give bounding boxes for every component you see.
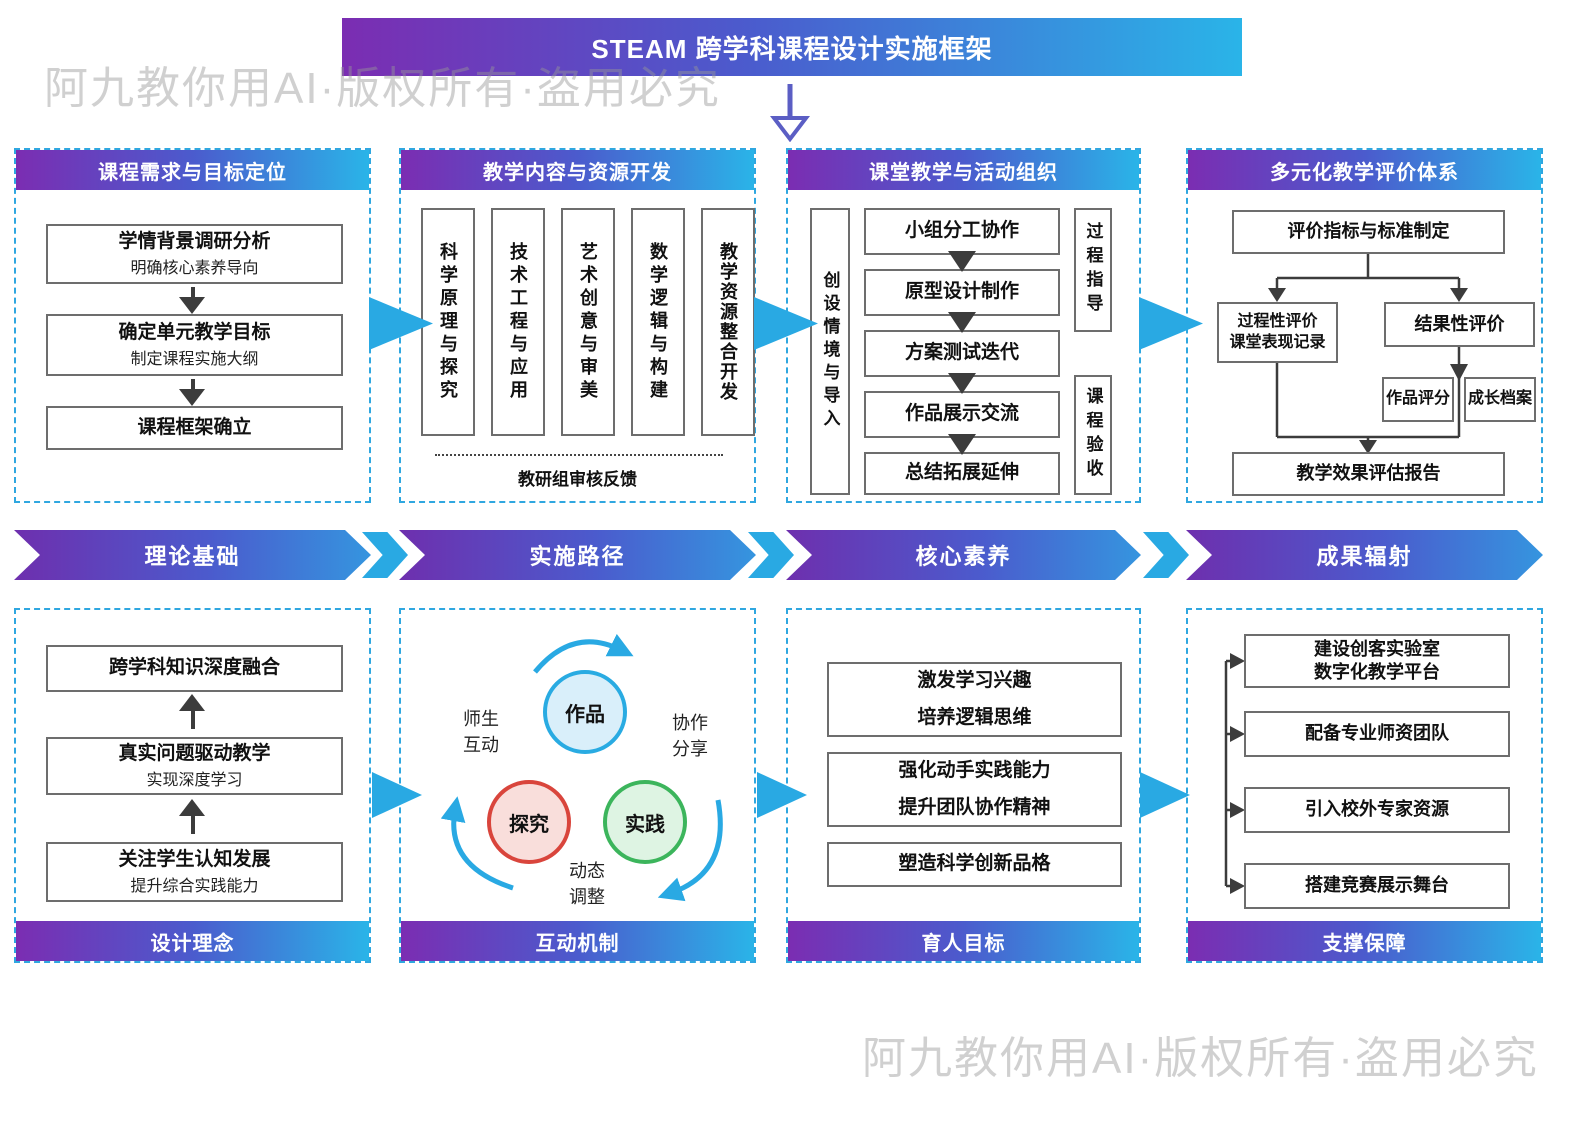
eval-box-growth-archive: 成长档案: [1464, 377, 1536, 422]
content-col-science: 科学原理与探究: [421, 208, 475, 436]
panel-content-resources: 教学内容与资源开发 科学原理与探究 技术工程与应用 艺术创意与审美 数学逻辑与构…: [399, 148, 756, 503]
eval-box-work-score: 作品评分: [1382, 377, 1454, 422]
design-box-problem-driven: 真实问题驱动教学 实现深度学习: [46, 737, 343, 795]
cycle-arrow-left: [440, 796, 514, 891]
chevron-right-icon: [1143, 532, 1189, 578]
down-arrow-icon: [179, 287, 207, 314]
circle-works: 作品: [543, 670, 627, 754]
panel-interaction-footer: 互动机制: [401, 921, 754, 961]
content-col-resource: 教学资源整合开发: [701, 208, 755, 436]
panel-design-philosophy: 跨学科知识深度融合 真实问题驱动教学 实现深度学习 关注学生认知发展 提升综合实…: [14, 608, 371, 963]
panel-needs-goals-header: 课程需求与目标定位: [16, 150, 369, 190]
classroom-side-acceptance: 课程验收: [1074, 375, 1112, 495]
support-box-competitions: 搭建竞赛展示舞台: [1244, 863, 1510, 909]
eval-box-standards: 评价指标与标准制定: [1232, 210, 1505, 254]
panel-evaluation-header: 多元化教学评价体系: [1188, 150, 1541, 190]
banner-implementation: 实施路径: [399, 530, 756, 580]
design-box-fusion: 跨学科知识深度融合: [46, 645, 343, 692]
page-title: STEAM 跨学科课程设计实施框架: [342, 18, 1242, 76]
needs-box-objectives: 确定单元教学目标 制定课程实施大纲: [46, 314, 343, 376]
panel-evaluation: 多元化教学评价体系 评价指标与标准制定 过程性评价: [1186, 148, 1543, 503]
classroom-step-2: 原型设计制作: [864, 269, 1060, 316]
eval-box-report: 教学效果评估报告: [1232, 452, 1505, 496]
support-box-lab: 建设创客实验室 数字化教学平台: [1244, 634, 1510, 688]
goal-box-practice: 强化动手实践能力 提升团队协作精神: [827, 752, 1122, 827]
classroom-step-3: 方案测试迭代: [864, 330, 1060, 377]
content-col-math: 数学逻辑与构建: [631, 208, 685, 436]
title-down-arrow-icon: [770, 84, 810, 142]
eval-box-result: 结果性评价: [1384, 302, 1535, 347]
interaction-cycle-arrows: [440, 633, 723, 902]
down-arrow-icon: [179, 379, 207, 406]
step-arrow-icon: [948, 312, 976, 333]
watermark-bottom: 阿九教你用AI·版权所有·盗用必究: [862, 1034, 1539, 1083]
circle-inquiry: 探究: [487, 780, 571, 864]
classroom-step-1: 小组分工协作: [864, 208, 1060, 255]
classroom-step-4: 作品展示交流: [864, 391, 1060, 438]
classroom-side-guidance: 过程指导: [1074, 208, 1112, 332]
classroom-intro-box: 创设情境与导入: [810, 208, 850, 495]
content-col-art: 艺术创意与审美: [561, 208, 615, 436]
cycle-arrow-right: [657, 799, 723, 902]
review-dotted-divider: [435, 454, 723, 456]
support-box-teachers: 配备专业师资团队: [1244, 711, 1510, 757]
needs-box-framework-main: 课程框架确立: [137, 416, 252, 438]
needs-box-objectives-sub: 制定课程实施大纲: [130, 351, 259, 369]
needs-box-framework: 课程框架确立: [46, 406, 343, 450]
review-note: 教研组审核反馈: [518, 470, 637, 489]
needs-box-survey: 学情背景调研分析 明确核心素养导向: [46, 224, 343, 284]
banner-theory: 理论基础: [14, 530, 371, 580]
classroom-step-5: 总结拓展延伸: [864, 452, 1060, 495]
panel-support: 建设创客实验室 数字化教学平台 配备专业师资团队 引入校外专家资源 搭建竞赛展示…: [1186, 608, 1543, 963]
goal-box-interest: 激发学习兴趣 培养逻辑思维: [827, 662, 1122, 737]
panel-interaction: 作品 探究 实践 师生 互动 协作 分享 动态 调整 互动机制: [399, 608, 756, 963]
circle-practice: 实践: [603, 780, 687, 864]
evaluation-connectors: [1268, 254, 1468, 454]
label-dynamic-adjust: 动态 调整: [569, 861, 605, 908]
cycle-arrow-top: [533, 633, 634, 674]
panel-support-footer: 支撑保障: [1188, 921, 1541, 961]
step-arrow-icon: [948, 251, 976, 272]
goal-box-character: 塑造科学创新品格: [827, 842, 1122, 887]
support-box-experts: 引入校外专家资源: [1244, 787, 1510, 833]
banner-outcomes: 成果辐射: [1186, 530, 1543, 580]
up-arrow-icon: [179, 799, 207, 834]
up-arrow-icon: [179, 694, 207, 729]
needs-box-survey-sub: 明确核心素养导向: [130, 260, 259, 278]
step-arrow-icon: [948, 434, 976, 455]
panel-classroom-activities: 课堂教学与活动组织 创设情境与导入 小组分工协作 原型设计制作 方案测试迭代 作…: [786, 148, 1141, 503]
banner-competency: 核心素养: [786, 530, 1141, 580]
needs-box-survey-main: 学情背景调研分析: [118, 230, 271, 252]
panel-needs-goals: 课程需求与目标定位 学情背景调研分析 明确核心素养导向 确定单元教学目标 制定课…: [14, 148, 371, 503]
eval-box-process: 过程性评价 课堂表现记录: [1217, 302, 1338, 363]
flow-arrow-right-icon: [1140, 772, 1190, 818]
content-col-tech: 技术工程与应用: [491, 208, 545, 436]
panel-education-goals-footer: 育人目标: [788, 921, 1139, 961]
panel-education-goals: 激发学习兴趣 培养逻辑思维 强化动手实践能力 提升团队协作精神 塑造科学创新品格…: [786, 608, 1141, 963]
step-arrow-icon: [948, 373, 976, 394]
panel-design-philosophy-footer: 设计理念: [16, 921, 369, 961]
panel-classroom-header: 课堂教学与活动组织: [788, 150, 1139, 190]
support-bracket-connectors: [1224, 653, 1245, 894]
label-collaboration: 协作 分享: [672, 713, 708, 760]
panel-content-resources-header: 教学内容与资源开发: [401, 150, 754, 190]
design-box-cognition: 关注学生认知发展 提升综合实践能力: [46, 842, 343, 902]
label-teacher-student: 师生 互动: [463, 709, 499, 756]
needs-box-objectives-main: 确定单元教学目标: [118, 321, 271, 343]
